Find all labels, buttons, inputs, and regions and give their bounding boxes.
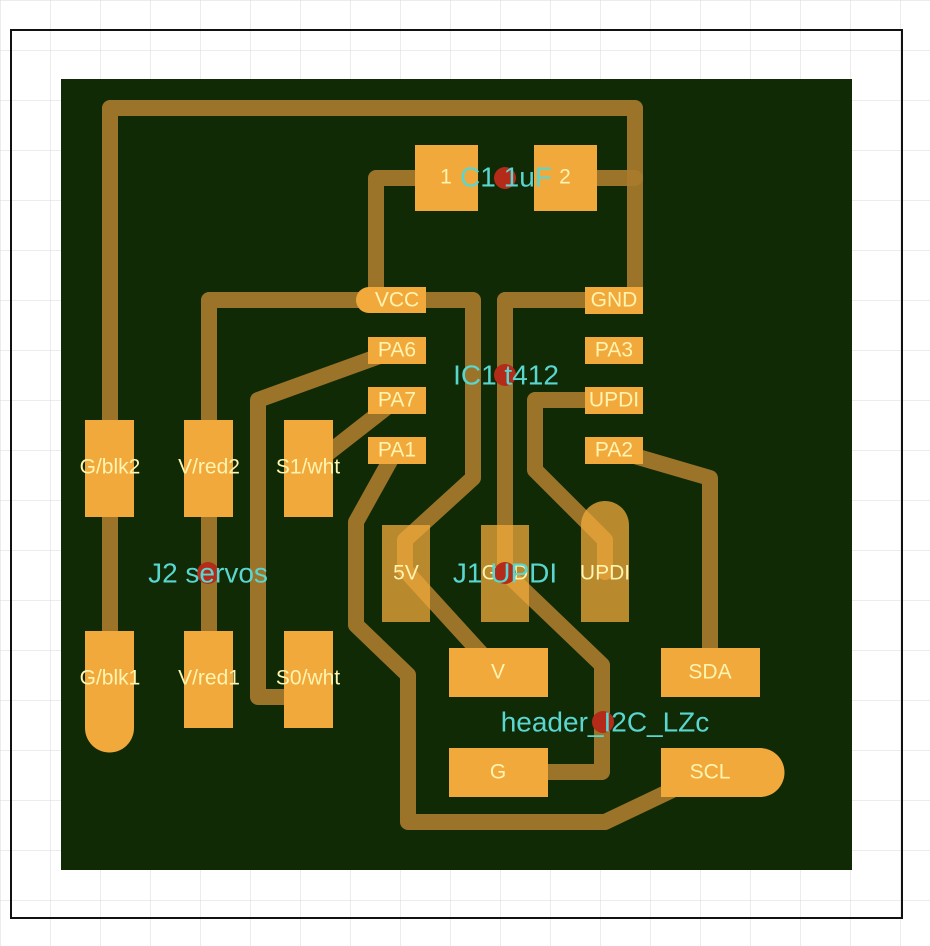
ic1-pin-label: VCC <box>375 289 419 312</box>
header-origin-marker <box>592 711 614 733</box>
ic1-pin-updi[interactable] <box>585 387 643 414</box>
trace-pa2-sda <box>606 442 718 680</box>
ic1-pin-label: PA2 <box>595 439 633 462</box>
ic1-label: IC1 t412 <box>453 360 559 391</box>
j1-origin-marker <box>494 562 516 584</box>
ic1-origin-marker <box>494 364 516 386</box>
header-pin-label: SCL <box>690 761 731 784</box>
j2-pin-label: V/red1 <box>178 667 240 690</box>
j2-pin-g-blk1[interactable] <box>85 631 134 753</box>
ic1-pin-pa6[interactable] <box>368 337 426 364</box>
j2-pin-label: S1/wht <box>276 456 340 479</box>
j1-pin-5v[interactable] <box>382 525 430 622</box>
j2-pin-v-red1[interactable] <box>184 631 233 728</box>
trace-pa6-s0 <box>250 342 404 705</box>
j1-pin-updi[interactable] <box>581 501 629 622</box>
c1-pad-1-label: 1 <box>440 166 452 189</box>
ic1-pin-vcc[interactable] <box>356 287 426 313</box>
j2-servos: G/blk2 V/red2 S1/wht G/blk1 V/red1 S0/wh… <box>80 420 340 753</box>
header-pin-sda[interactable] <box>661 648 760 697</box>
ic1-pin-pa1[interactable] <box>368 437 426 464</box>
j2-pin-s0-wht[interactable] <box>284 631 333 728</box>
header-pin-g[interactable] <box>449 748 548 797</box>
header-pin-scl[interactable] <box>661 748 785 797</box>
j1-updi: 5V GND UPDI J1 UPDI <box>382 501 630 622</box>
j2-label: J2 servos <box>148 558 268 589</box>
j2-pin-label: V/red2 <box>178 456 240 479</box>
c1-origin-marker <box>494 167 516 189</box>
j2-pin-label: G/blk2 <box>80 456 141 479</box>
ic1-pin-pa2[interactable] <box>585 437 643 464</box>
header-pin-label: SDA <box>688 661 731 684</box>
ic1-pin-label: PA3 <box>595 339 633 362</box>
c1-label: C1 1uF <box>460 162 552 193</box>
trace-vcc-red2 <box>201 292 404 448</box>
board-outline <box>10 29 903 919</box>
trace-gnd-j1 <box>490 292 622 780</box>
j2-pin-v-red2[interactable] <box>184 420 233 517</box>
c1-pad-2-label: 2 <box>559 166 571 189</box>
ic1-pin-pa7[interactable] <box>368 387 426 414</box>
c1-pad-1[interactable] <box>415 145 478 211</box>
j2-pin-g-blk2[interactable] <box>85 420 134 517</box>
c1-pad-2[interactable] <box>534 145 597 211</box>
ic1-pin-label: GND <box>591 289 638 312</box>
ic1-pin-pa3[interactable] <box>585 337 643 364</box>
j2-pin-s1-wht[interactable] <box>284 420 333 517</box>
trace-pa1-scl <box>348 442 718 830</box>
j2-pin-label: S0/wht <box>276 667 340 690</box>
j1-pin-label: UPDI <box>580 562 630 585</box>
header-pin-label: G <box>490 761 506 784</box>
ic1-pin-gnd[interactable] <box>585 287 643 314</box>
j2-pin-label: G/blk1 <box>80 667 141 690</box>
j1-label: J1 UPDI <box>453 558 557 589</box>
ic1-pin-label: PA1 <box>378 439 416 462</box>
ic1-pin-label: PA6 <box>378 339 416 362</box>
header-i2c: V SDA G SCL header_I2C_LZc <box>449 648 785 797</box>
header-pin-label: V <box>491 661 505 684</box>
ic1-pin-label: PA7 <box>378 389 416 412</box>
ic1-pin-label: UPDI <box>589 389 639 412</box>
capacitor-c1: 1 2 C1 1uF <box>415 145 597 211</box>
header-label: header_I2C_LZc <box>501 707 710 738</box>
header-pin-v[interactable] <box>449 648 548 697</box>
ic1-t412: VCC PA6 PA7 PA1 GND PA3 UPDI PA2 IC1 t41… <box>356 287 643 464</box>
j1-pin-label: 5V <box>393 562 419 585</box>
j2-origin-marker <box>197 562 219 584</box>
